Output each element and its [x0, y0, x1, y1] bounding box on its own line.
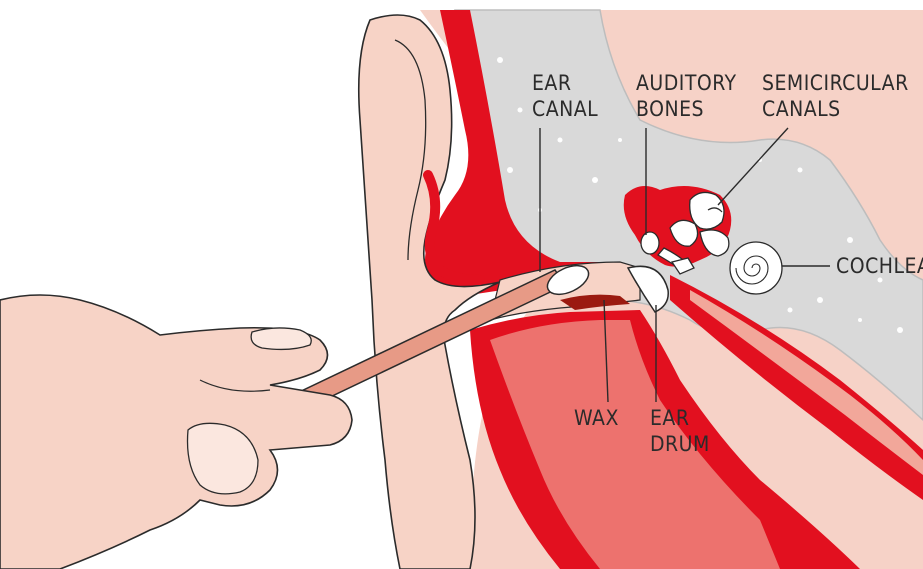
auditory-bones — [640, 231, 695, 275]
semicircular-canals-shape — [669, 191, 730, 257]
label-semicircular-line1: SEMICIRCULAR — [762, 71, 909, 95]
label-auditory-bones-line2: BONES — [636, 97, 705, 121]
leader-lines — [539, 127, 830, 403]
label-wax-text: WAX — [574, 406, 619, 430]
finger-crease — [199, 379, 271, 392]
auditory-nerve-highlight — [690, 290, 923, 475]
label-cochlea-text: COCHLEA — [836, 254, 923, 278]
label-wax: WAX — [574, 405, 619, 431]
label-ear-drum: EAR DRUM — [650, 405, 710, 457]
label-semicircular-canals: SEMICIRCULAR CANALS — [762, 70, 909, 122]
swab-cotton-tip — [546, 264, 590, 296]
inner-pink-band — [490, 320, 780, 569]
cochlea-shape — [729, 241, 783, 295]
label-ear-canal: EAR CANAL — [532, 70, 598, 122]
outer-ear-pinna — [357, 14, 501, 569]
label-semicircular-line2: CANALS — [762, 97, 841, 121]
ear-drum — [626, 265, 669, 313]
finger-nail — [186, 422, 259, 495]
hand — [0, 294, 353, 569]
label-cochlea: COCHLEA — [836, 253, 923, 279]
label-ear-canal-line2: CANAL — [532, 97, 599, 121]
thumb-nail — [250, 327, 312, 351]
pinna-fold-red — [423, 170, 485, 285]
label-auditory-bones: AUDITORY BONES — [636, 70, 737, 122]
earwax — [560, 294, 630, 310]
label-auditory-bones-line1: AUDITORY — [636, 71, 737, 95]
label-ear-drum-line2: DRUM — [650, 432, 710, 456]
label-ear-canal-line1: EAR — [532, 71, 572, 95]
pinna-inner-fold — [394, 39, 427, 261]
bone-pores — [497, 57, 903, 333]
canal-tissue-upper — [425, 10, 640, 296]
label-ear-drum-line1: EAR — [650, 406, 690, 430]
